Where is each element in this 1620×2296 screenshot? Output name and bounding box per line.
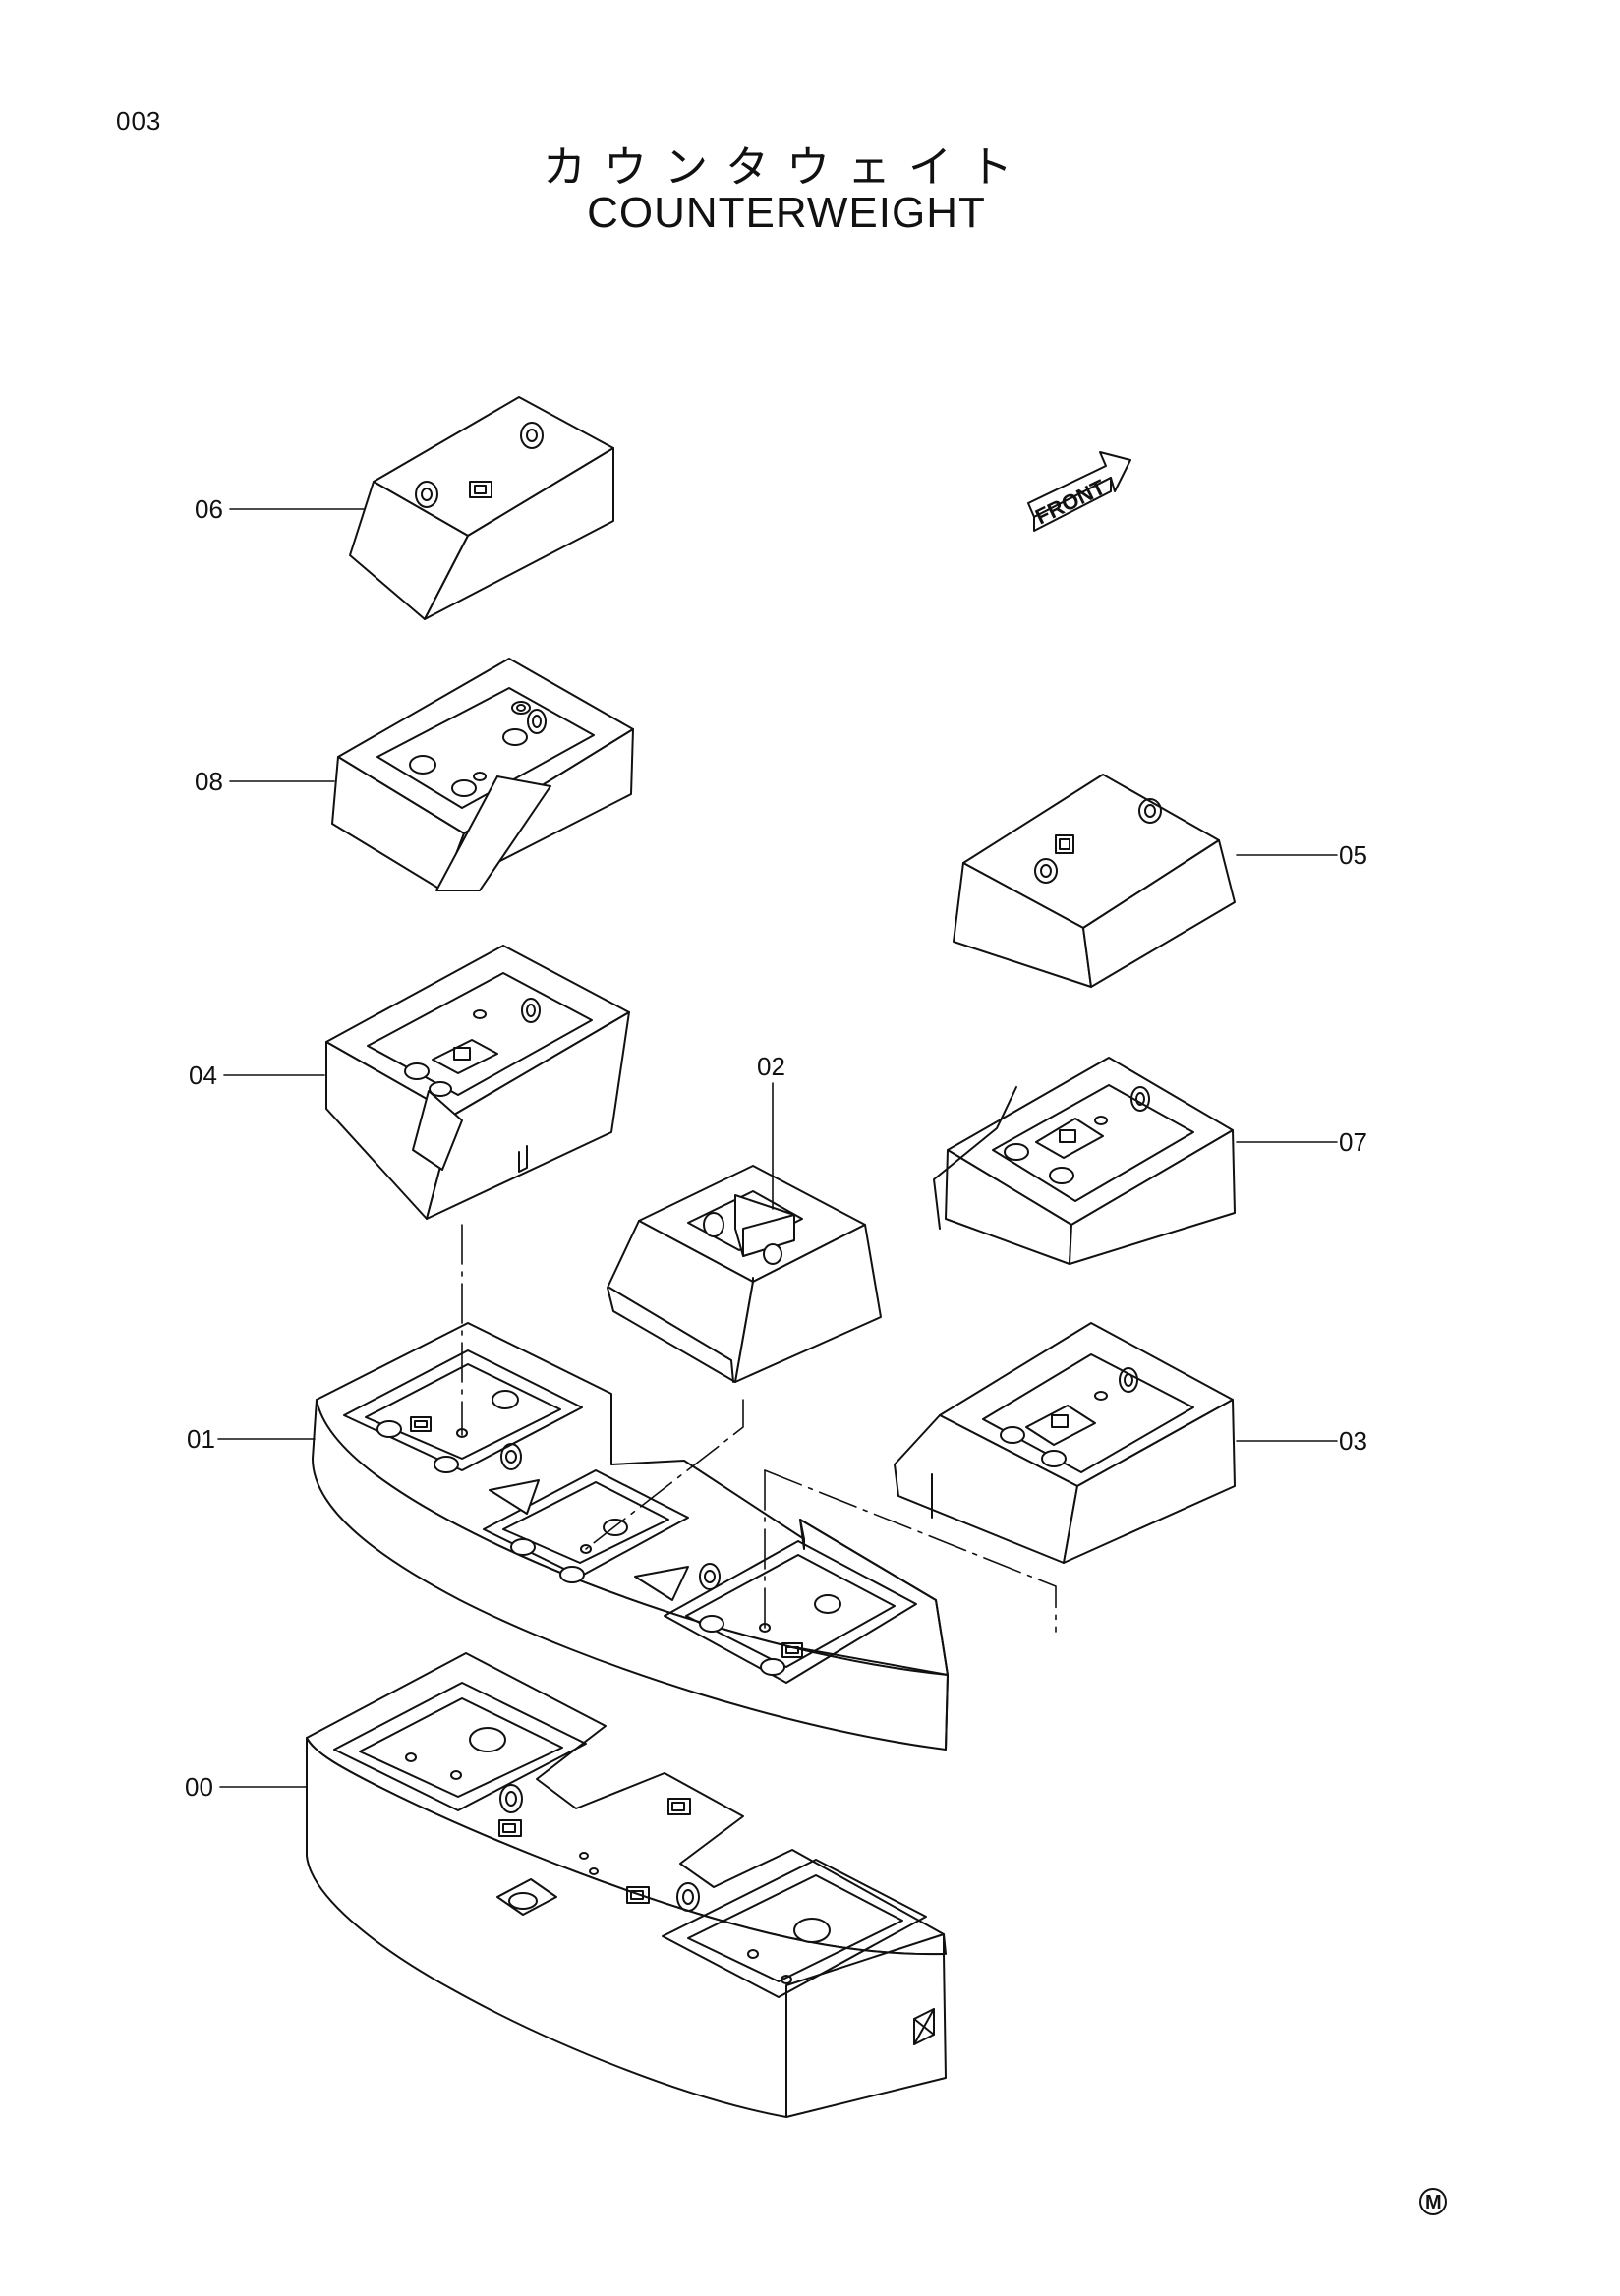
part-03-block [894,1322,1236,1564]
lifting-eye-icon [676,1882,700,1912]
identification-plate-icon [410,1416,432,1432]
part-02-block [607,1165,882,1383]
lifting-eye-icon [527,709,547,734]
lifting-eye-icon [499,1784,523,1813]
identification-plate-icon [432,1039,498,1074]
part-04-block [325,945,630,1220]
callout-labels: 06 08 05 04 02 07 01 03 00 FRONT [185,475,1367,1802]
part-08-block [331,658,634,891]
part-00-base-frame [306,1652,947,2118]
page-title-japanese: カウンタウェイト [543,143,1030,193]
identification-plate-icon [1025,1405,1096,1446]
identification-plate-icon [667,1798,691,1815]
callout-00: 00 [185,1772,213,1802]
assembly-guide-lines [461,1224,1057,1635]
page-title-english: COUNTERWEIGHT [587,189,986,237]
callout-08: 08 [195,767,223,796]
front-direction-arrow [1027,451,1131,532]
identification-plate-icon [1035,1118,1104,1159]
part-01-main-counterweight [312,1322,949,1751]
lifting-eye-icon [1034,858,1058,884]
page-number: 003 [116,106,162,136]
callout-05: 05 [1339,840,1367,870]
identification-plate-icon [626,1886,650,1904]
lifting-eye-icon [1119,1367,1138,1393]
lifting-eye-icon [699,1563,721,1590]
callout-04: 04 [189,1061,217,1090]
callout-leader-lines [217,508,1338,1788]
lifting-eye-icon [1138,798,1162,824]
identification-plate-icon [781,1642,803,1658]
callout-01: 01 [187,1424,215,1454]
identification-plate-icon [498,1819,522,1837]
lifting-eye-icon [1130,1086,1150,1112]
part-06-block [349,396,614,620]
part-05-block [953,774,1236,988]
part-07-block [933,1057,1236,1265]
identification-plate-icon [1055,834,1074,854]
identification-plate-icon [469,481,492,498]
mounting-hole-pattern-icon [913,2008,935,2045]
lifting-eye-icon [521,998,541,1023]
lifting-eye-icon [520,422,544,449]
callout-02: 02 [757,1052,785,1081]
corner-circled-mark: M [1419,2188,1447,2215]
lifting-eye-icon [500,1443,522,1470]
callout-06: 06 [195,494,223,524]
lifting-eye-icon [415,481,438,508]
callout-07: 07 [1339,1127,1367,1157]
corner-mark-letter: M [1425,2192,1442,2213]
callout-03: 03 [1339,1426,1367,1456]
